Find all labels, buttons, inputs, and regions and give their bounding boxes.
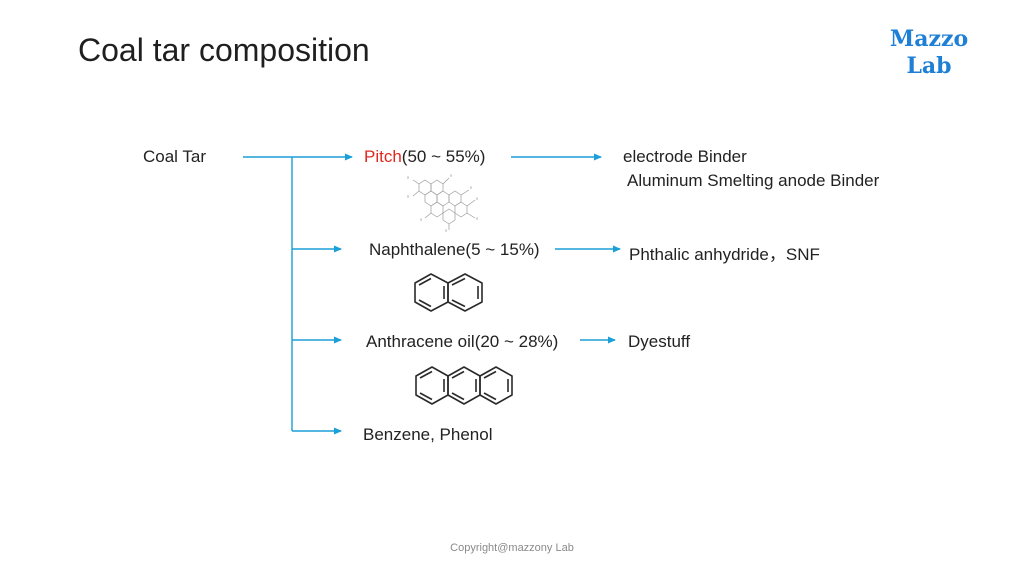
svg-text:R: R: [450, 174, 453, 178]
branch-benzene-phenol: Benzene, Phenol: [363, 425, 493, 444]
product-electrode-binder: electrode Binder: [623, 147, 747, 166]
source-label: Coal Tar: [143, 147, 206, 166]
product-dyestuff: Dyestuff: [628, 332, 691, 351]
svg-text:R: R: [476, 197, 479, 201]
branch-anthracene: Anthracene oil(20 ~ 28%): [366, 332, 558, 352]
branch-pitch-name: Pitch: [364, 147, 402, 166]
branch-pitch: Pitch(50 ~ 55%): [364, 147, 485, 167]
copyright-footer: Copyright@mazzony Lab: [450, 542, 574, 554]
svg-text:R: R: [420, 218, 423, 222]
naphthalene-structure-icon: [414, 273, 483, 312]
svg-text:R: R: [407, 176, 410, 180]
svg-text:R: R: [407, 195, 410, 199]
svg-text:R: R: [445, 229, 448, 232]
logo-line1: Mazzo: [889, 26, 969, 52]
branch-naphthalene-share: (5 ~ 15%): [465, 240, 540, 259]
anthracene-structure-icon: [415, 366, 513, 405]
svg-text:R: R: [476, 217, 479, 221]
pitch-structure-icon: R R R R R R R R: [407, 174, 479, 232]
branch-naphthalene-name: Naphthalene: [369, 240, 466, 259]
svg-text:R: R: [470, 186, 473, 190]
branch-naphthalene: Naphthalene(5 ~ 15%): [369, 240, 540, 260]
branch-anthracene-share: (20 ~ 28%): [474, 332, 559, 351]
page-title: Coal tar composition: [78, 32, 370, 68]
logo-line2: Lab: [906, 53, 952, 79]
brand-logo: Mazzo Lab: [884, 26, 974, 80]
product-anode-binder: Aluminum Smelting anode Binder: [627, 171, 880, 190]
branch-pitch-share: (50 ~ 55%): [401, 147, 486, 166]
branch-anthracene-name: Anthracene oil: [366, 332, 475, 351]
product-phthalic-snf: Phthalic anhydride，SNF: [629, 245, 820, 264]
